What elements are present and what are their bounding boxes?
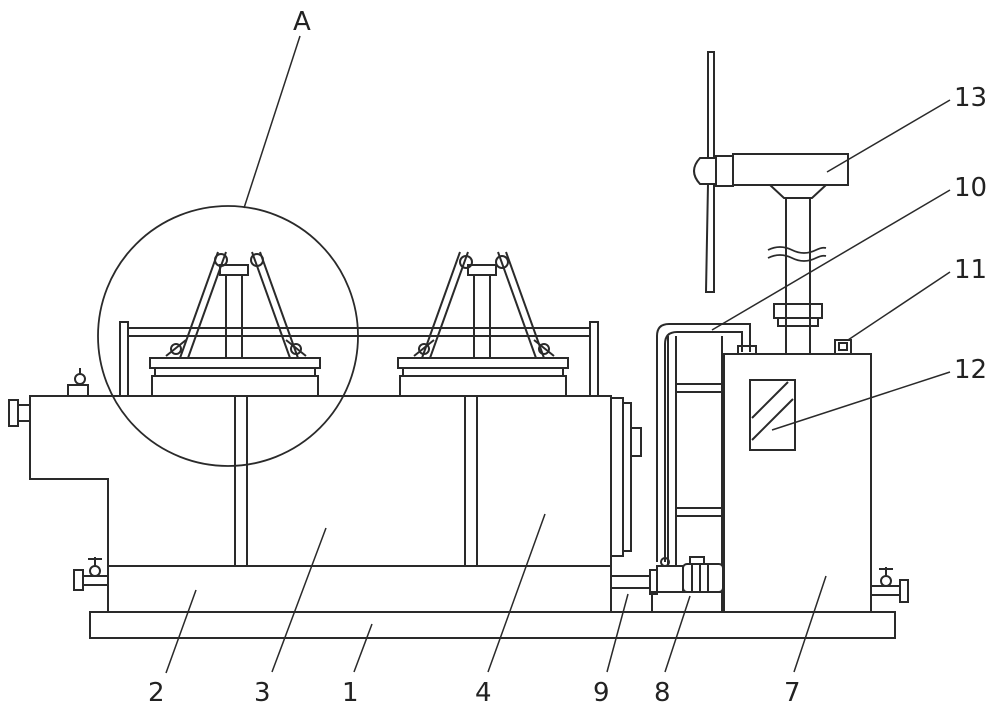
shaft-right xyxy=(464,395,478,567)
tank-sensor xyxy=(834,339,852,355)
pipe-to-pump xyxy=(611,569,658,595)
label-7: 7 xyxy=(784,678,801,708)
water-tank xyxy=(723,353,872,613)
left-top-valve xyxy=(67,368,89,397)
label-9: 9 xyxy=(593,678,610,708)
label-3: 3 xyxy=(254,678,271,708)
main-tank xyxy=(29,395,612,567)
label-11: 11 xyxy=(954,255,987,285)
pump-motor xyxy=(651,536,724,613)
base-plate xyxy=(89,611,896,639)
sight-glass xyxy=(749,379,796,451)
label-10: 10 xyxy=(954,173,987,203)
ladder-frame xyxy=(667,336,723,566)
wind-turbine xyxy=(693,51,849,355)
press-assembly-left xyxy=(149,251,321,397)
label-a: A xyxy=(293,7,311,37)
right-outlet-valve xyxy=(871,567,909,603)
left-pipe xyxy=(17,404,31,422)
left-pipe-flange xyxy=(8,399,19,427)
detail-circle-a xyxy=(97,205,359,467)
tank-side-gauge xyxy=(610,397,642,557)
bottom-chamber xyxy=(107,565,612,613)
top-frame xyxy=(119,321,599,397)
leader-lines xyxy=(165,99,951,674)
label-1: 1 xyxy=(342,678,359,708)
label-2: 2 xyxy=(148,678,165,708)
label-12: 12 xyxy=(954,355,987,385)
press-assembly-right xyxy=(397,251,569,397)
detail-a-leader xyxy=(243,35,301,209)
left-bottom-valve xyxy=(73,557,108,591)
shaft-left xyxy=(234,395,248,567)
label-13: 13 xyxy=(954,83,987,113)
label-8: 8 xyxy=(654,678,671,708)
label-4: 4 xyxy=(475,678,492,708)
